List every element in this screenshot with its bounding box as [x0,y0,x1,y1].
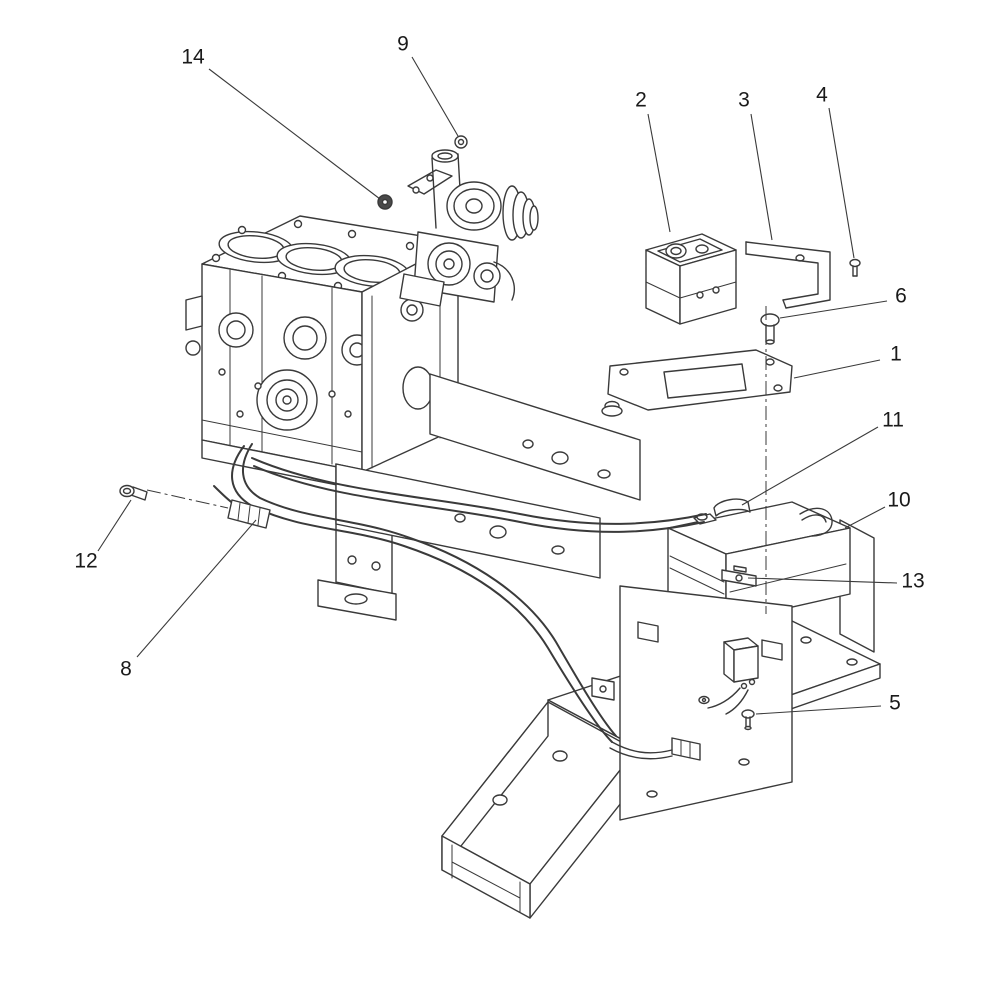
callout-label-14: 14 [181,45,205,69]
callout-label-5: 5 [889,691,901,715]
bolt-9 [454,135,468,149]
callout-label-9: 9 [397,32,409,56]
battery-box-panel [591,585,793,821]
leader-line-5 [755,705,882,715]
leader-line-14 [208,68,381,200]
leader-line-11 [741,426,879,506]
callout-label-1: 1 [890,342,902,366]
callout-label-8: 8 [120,657,132,681]
callout-label-4: 4 [816,83,828,107]
control-module-2 [645,233,737,325]
mounting-plate-1 [601,349,793,417]
bolt-5 [741,709,755,731]
module-bracket-3 [745,241,831,309]
callout-label-6: 6 [895,284,907,308]
terminal-cover-11 [713,498,751,517]
leader-line-1 [793,359,881,379]
throttle-assembly [399,149,539,307]
frame-channel-beam [441,701,637,919]
plug-12 [119,484,148,501]
center-lines [146,306,767,614]
callout-label-10: 10 [887,488,911,512]
leader-line-4 [828,107,855,259]
harness-connector-8 [227,499,271,529]
grommet-14 [377,194,393,210]
leader-line-8 [136,519,257,658]
callout-label-11: 11 [882,408,904,432]
leader-line-10 [844,506,886,529]
bolt-6 [760,313,780,345]
mounting-brackets [317,373,641,621]
leader-line-12 [97,499,132,552]
callout-label-3: 3 [738,88,750,112]
leader-line-6 [779,300,888,319]
callout-label-13: 13 [901,569,925,593]
bolt-4 [849,258,861,277]
leader-line-2 [647,113,671,233]
leader-line-9 [411,56,459,137]
leader-line-3 [750,113,773,241]
callout-label-12: 12 [74,549,98,573]
leader-lines [97,56,898,715]
wiring-harness [213,443,707,743]
callout-label-2: 2 [635,88,647,112]
hold-down-13 [721,565,757,587]
leader-line-13 [747,577,898,584]
